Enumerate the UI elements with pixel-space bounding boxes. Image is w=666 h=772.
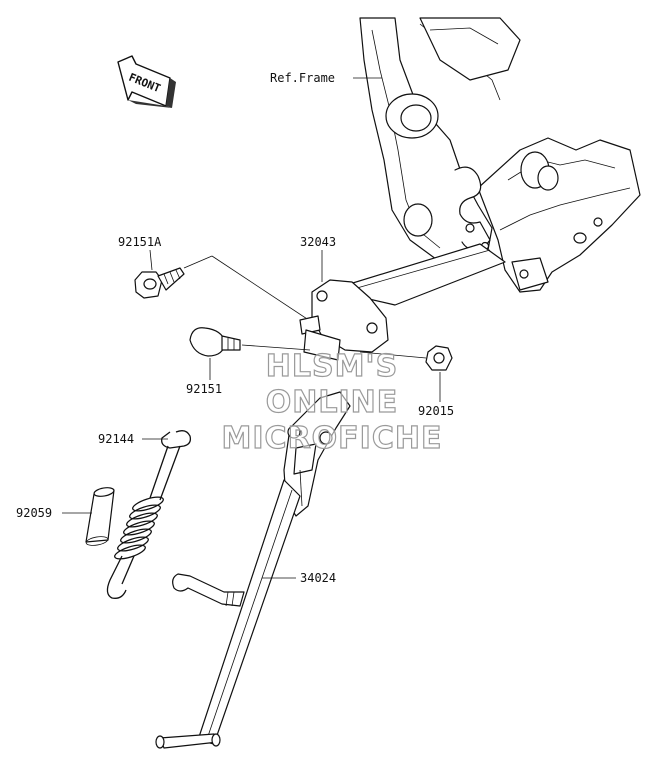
- part-number-34024: 34024: [300, 571, 336, 585]
- bolt-92151A: [134, 267, 185, 299]
- part-number-92151A: 92151A: [118, 235, 162, 249]
- watermark-line-3: MICROFICHE: [222, 421, 443, 456]
- stand-34024: [155, 391, 351, 749]
- part-number-32043: 32043: [300, 235, 336, 249]
- watermark-line-2: ONLINE: [266, 385, 399, 420]
- front-arrow-icon: FRONT: [117, 55, 176, 108]
- collar-92059: [85, 487, 115, 546]
- frame-drawing: [329, 17, 641, 306]
- bolt-92151: [189, 327, 241, 357]
- watermark: HLSM'S ONLINE MICROFICHE: [221, 348, 443, 456]
- part-number-92015: 92015: [418, 404, 454, 418]
- part-number-92144: 92144: [98, 432, 134, 446]
- part-number-92151: 92151: [186, 382, 222, 396]
- ref-frame-label: Ref.Frame: [270, 71, 335, 85]
- spring-coils: [114, 496, 164, 560]
- nut-92015: [425, 345, 453, 371]
- spring-92144: [106, 430, 192, 599]
- watermark-line-1: HLSM'S: [266, 349, 398, 384]
- part-number-92059: 92059: [16, 506, 52, 520]
- bracket-32043: [299, 279, 389, 361]
